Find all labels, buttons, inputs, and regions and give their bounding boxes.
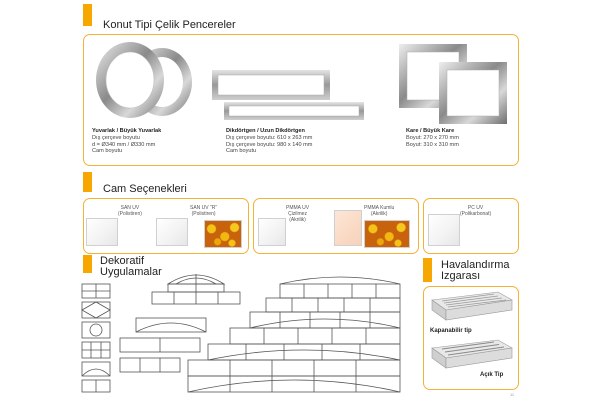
rect-window-line1: Dış çerçeve boyutu: 610 x 263 mm	[226, 134, 313, 141]
round-window-line1: Dış çerçeve boyutu	[92, 134, 140, 141]
rect-window-image	[212, 70, 364, 120]
round-window-name: Yuvarlak / Büyük Yuvarlak	[92, 128, 162, 134]
rect-window-name: Dikdörtgen / Uzun Dikdörtgen	[226, 128, 305, 134]
rect-window-line2: Dış çerçeve boyutu: 980 x 140 mm	[226, 141, 313, 148]
round-window-line3: Cam boyutu	[92, 148, 123, 155]
decorative-title: Dekoratif Uygulamalar	[100, 255, 162, 278]
round-window-image	[96, 42, 192, 118]
square-window-line1: Boyut: 270 x 270 mm	[406, 134, 459, 141]
round-window-line2: d = Ø340 mm / Ø330 mm	[92, 141, 156, 148]
vent-open-image	[431, 339, 513, 369]
round-window-caption: Yuvarlak / Büyük Yuvarlak Dış çerçeve bo…	[92, 128, 161, 155]
square-window-name: Kare / Büyük Kare	[406, 128, 455, 134]
glass-swatch-san-uv-r-pattern	[204, 220, 242, 248]
square-window-caption: Kare / Büyük Kare Boyut: 270 x 270 mm Bo…	[406, 128, 459, 148]
windows-section-title: Konut Tipi Çelik Pencereler	[103, 19, 236, 31]
rect-window-line3: Cam boyutu	[226, 148, 257, 155]
glass-label-pmma-kumlu: PMMA Kumlu (Akrilik)	[364, 205, 395, 217]
rect-window-caption: Dikdörtgen / Uzun Dikdörtgen Dış çerçeve…	[226, 128, 312, 155]
glass-label-san-uv: SAN UV (Polistiren)	[118, 205, 142, 217]
windows-accent-bar	[83, 4, 92, 26]
vent-title: Havalandırma Izgarası	[441, 259, 510, 282]
square-window-image	[399, 44, 507, 124]
glass-label-pmma-uv: PMMA UV Çizilmez (Akrilik)	[286, 205, 310, 223]
decorative-accent-bar	[83, 255, 92, 273]
page-number: 11	[510, 392, 515, 397]
glass-swatch-pmma-kumlu	[334, 210, 362, 246]
glass-label-pc-uv: PC UV (Polikarbonat)	[460, 205, 492, 217]
square-window-line2: Boyut: 310 x 310 mm	[406, 141, 459, 148]
vent-closable-image	[431, 291, 513, 321]
vent-closable-label: Kapanabilir tip	[430, 328, 472, 334]
glass-swatch-pmma-uv	[258, 218, 286, 246]
glass-section-title: Cam Seçenekleri	[103, 183, 187, 195]
glass-label-san-uv-r: SAN UV "R" (Polistiren)	[190, 205, 218, 217]
decorative-patterns-image	[81, 274, 401, 393]
glass-swatch-san-uv-r	[156, 218, 188, 246]
glass-accent-bar	[83, 172, 92, 192]
glass-swatch-pc-uv	[428, 214, 460, 246]
glass-swatch-san-uv	[86, 218, 118, 246]
glass-swatch-pmma-kumlu-pattern	[364, 220, 410, 248]
vent-accent-bar	[423, 258, 432, 282]
vent-open-label: Açık Tip	[480, 372, 504, 378]
